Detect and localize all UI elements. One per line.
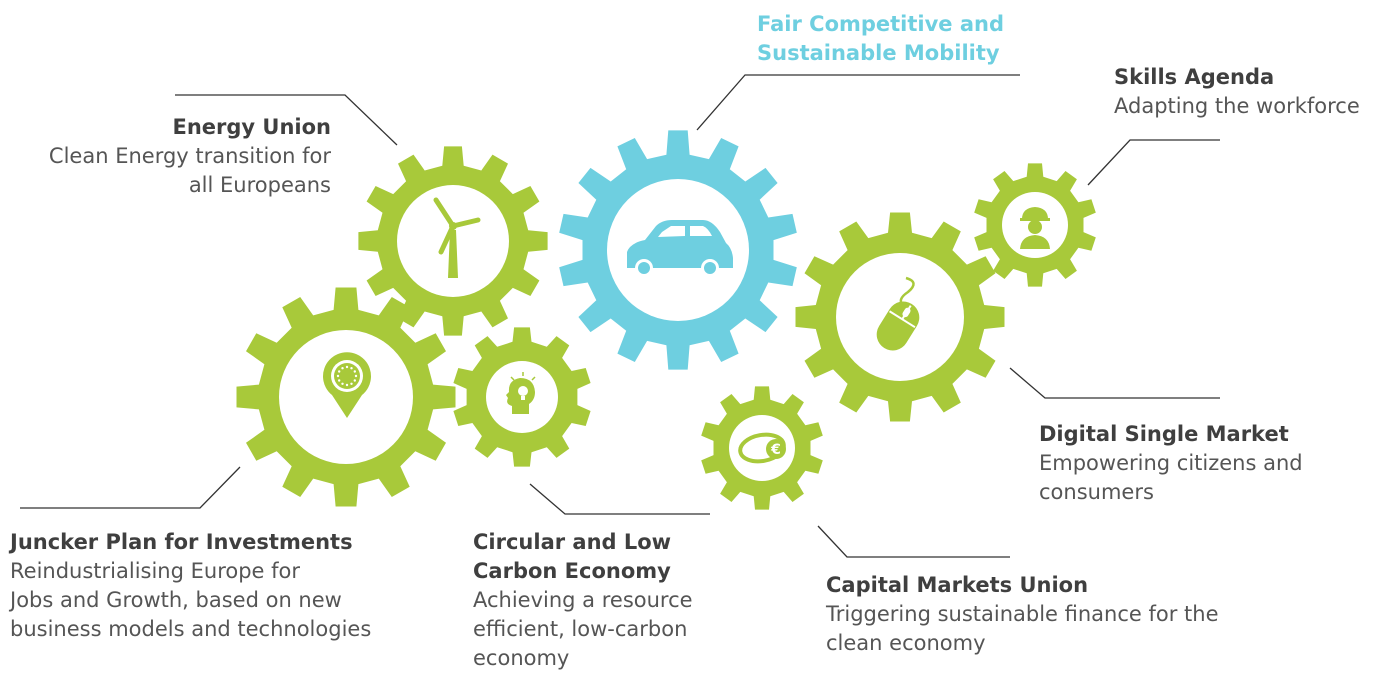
eu-star [336, 374, 340, 378]
eu-star [354, 374, 358, 378]
label-juncker: Juncker Plan for Investments Reindustria… [10, 528, 371, 644]
eu-star [338, 370, 341, 373]
eu-star [350, 367, 353, 370]
digital-description: Empowering citizens and consumers [1039, 451, 1303, 504]
euro-coin-icon: € [738, 432, 786, 464]
circular-title: Circular and Low Carbon Economy [473, 530, 672, 583]
label-circular: Circular and Low Carbon Economy Achievin… [473, 528, 693, 673]
energy-title: Energy Union [172, 115, 331, 139]
mobility-title: Fair Competitive and Sustainable Mobilit… [757, 12, 1005, 65]
skills-description: Adapting the workforce [1114, 94, 1360, 118]
eu-star [353, 370, 356, 373]
eu-star [345, 383, 349, 387]
eu-star [350, 382, 353, 385]
label-energy: Energy Union Clean Energy transition for… [49, 113, 331, 200]
lightbulb-head-icon [506, 372, 536, 414]
connector-capital [817, 525, 1010, 558]
digital-title: Digital Single Market [1039, 422, 1289, 446]
label-mobility: Fair Competitive and Sustainable Mobilit… [757, 10, 1004, 68]
eu-star [353, 379, 356, 382]
connector-juncker [20, 466, 241, 509]
eu-star [338, 379, 341, 382]
skills-title: Skills Agenda [1114, 65, 1275, 89]
wind-turbine-icon [433, 197, 481, 278]
eu-star [341, 367, 344, 370]
label-capital: Capital Markets Union Triggering sustain… [826, 571, 1219, 658]
connector-skills [1087, 139, 1220, 186]
worker-icon [1020, 207, 1050, 249]
juncker-description: Reindustrialising Europe for Jobs and Gr… [10, 559, 372, 641]
svg-text:€: € [770, 442, 781, 458]
circular-description: Achieving a resource efficient, low-carb… [473, 588, 693, 670]
computer-mouse-icon [876, 276, 920, 351]
car-icon [627, 220, 733, 277]
gear-capital [701, 386, 823, 510]
juncker-title: Juncker Plan for Investments [10, 530, 353, 554]
label-skills: Skills Agenda Adapting the workforce [1114, 63, 1360, 121]
eu-star [341, 382, 344, 385]
connector-mobility [696, 74, 1020, 131]
eu-location-pin-icon [323, 352, 371, 418]
energy-description: Clean Energy transition for all European… [48, 144, 331, 197]
label-digital: Digital Single Market Empowering citizen… [1039, 420, 1303, 507]
connector-digital [1009, 367, 1220, 399]
capital-description: Triggering sustainable finance for the c… [826, 602, 1219, 655]
gear-capital-hub [729, 415, 795, 481]
capital-title: Capital Markets Union [826, 573, 1089, 597]
connector-circular [529, 483, 710, 515]
connector-energy [175, 94, 398, 146]
eu-star [345, 365, 349, 369]
